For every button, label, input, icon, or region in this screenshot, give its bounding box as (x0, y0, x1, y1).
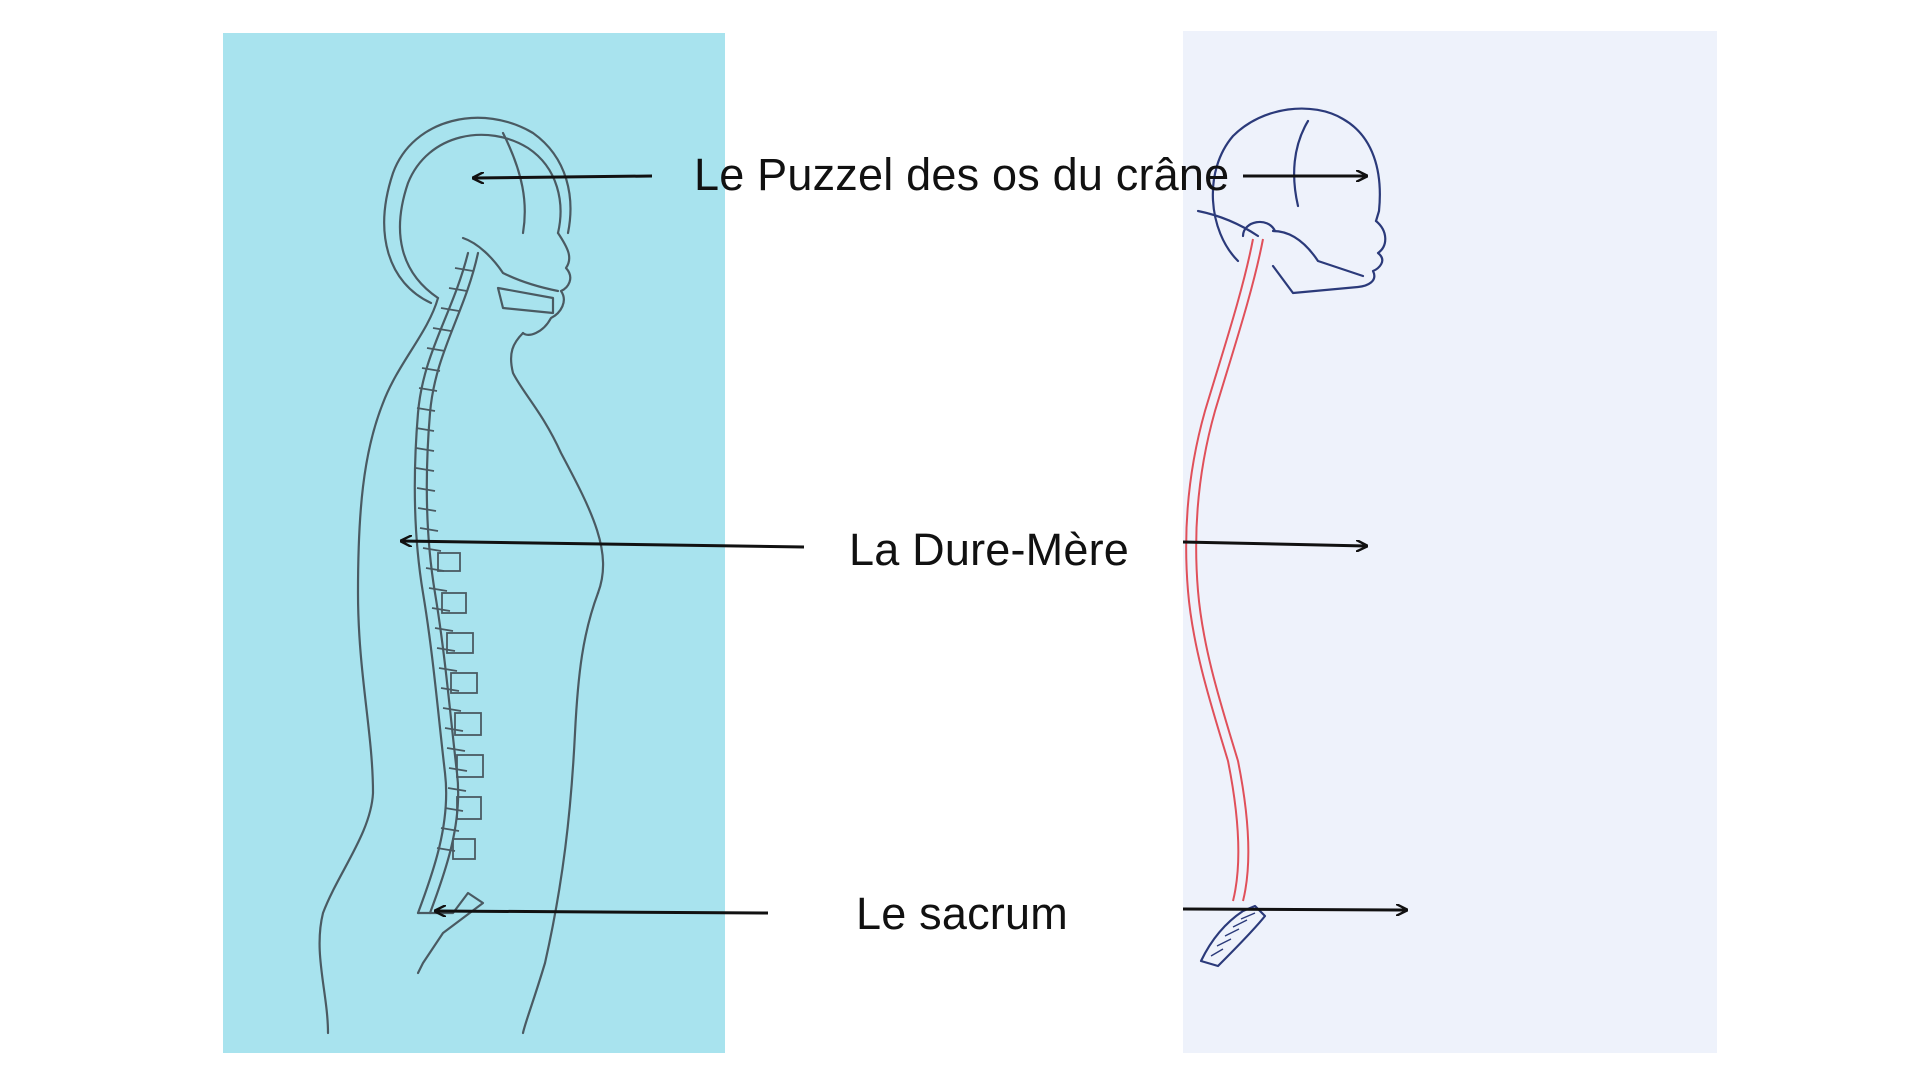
vertebrae-marks (415, 267, 474, 852)
skull-outline (1211, 107, 1381, 263)
belly-outline (521, 591, 600, 1035)
skull-suture (1293, 119, 1310, 208)
sacrum-hatching (1210, 912, 1256, 957)
label-sacrum: Le sacrum (856, 888, 1068, 939)
head-inner-outline (398, 133, 562, 300)
spinal-cord-line (413, 251, 470, 915)
body-spine-sketch (223, 33, 725, 1053)
jaw-outline (1271, 229, 1365, 278)
mandible (461, 236, 560, 293)
vertebral-bodies (437, 552, 484, 860)
occipital-ring (1241, 220, 1277, 238)
head-outline (383, 116, 572, 305)
skull-suture (501, 131, 526, 235)
label-dura-mater: La Dure-Mère (849, 524, 1130, 575)
dura-mater-line-inner (1195, 238, 1264, 902)
skull-face (1271, 219, 1387, 295)
skull-dura-sacrum-drawing (1183, 31, 1717, 1053)
skull-base (1196, 209, 1260, 238)
right-panel-background (1183, 31, 1717, 1053)
left-illustration-panel (223, 33, 725, 1053)
back-outline (318, 296, 440, 1035)
dura-mater (1185, 238, 1264, 902)
dura-mater-line-outer (1185, 238, 1254, 902)
left-panel-background (223, 33, 725, 1053)
right-illustration-panel (1183, 31, 1717, 1053)
face-profile (521, 231, 572, 336)
label-skull-bones: Le Puzzel des os du crâne (694, 149, 1230, 200)
mandible-lower (496, 286, 555, 315)
